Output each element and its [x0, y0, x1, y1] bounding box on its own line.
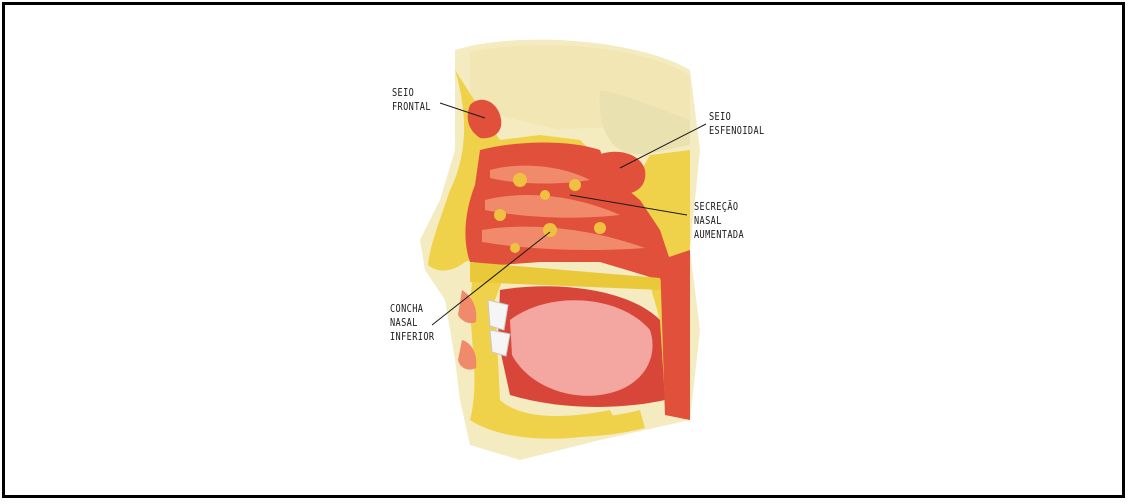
label-seio-esfenoidal: SEIO ESFENOIDAL [709, 110, 765, 138]
label-concha-nasal: CONCHA NASAL INFERIOR [390, 302, 434, 344]
label-secrecao-nasal: SECREÇÃO NASAL AUMENTADA [694, 200, 744, 242]
pharynx [660, 250, 690, 420]
label-seio-frontal: SEIO FRONTAL [392, 86, 431, 114]
